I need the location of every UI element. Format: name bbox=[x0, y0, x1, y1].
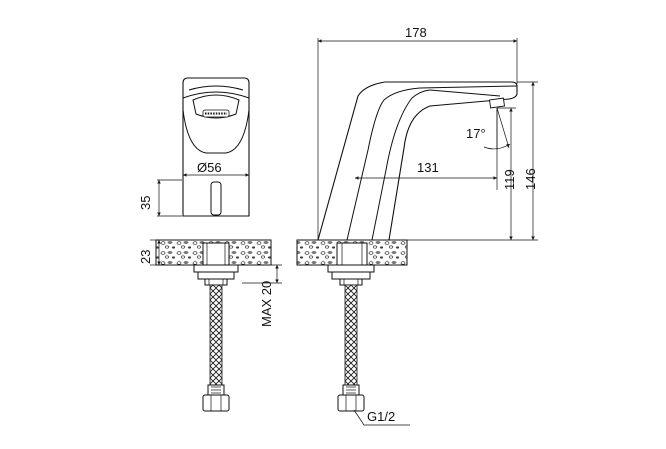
braided-hose-side bbox=[344, 284, 358, 386]
braided-hose-front bbox=[209, 284, 223, 386]
spout-angle-label: 17° bbox=[466, 126, 486, 141]
side-dimensions: 178 131 119 146 17° G1/2 bbox=[317, 25, 538, 426]
sensor-height-label: 35 bbox=[138, 196, 153, 210]
max-deck-thickness-label: MAX 20 bbox=[259, 281, 274, 327]
front-view bbox=[155, 77, 272, 412]
total-height-label: 146 bbox=[523, 168, 538, 190]
overall-length-label: 178 bbox=[405, 25, 427, 40]
faucet-body-side bbox=[317, 81, 518, 241]
thread-label: G1/2 bbox=[367, 409, 395, 424]
front-dimensions: Ø56 35 23 MAX 20 bbox=[138, 160, 282, 327]
base-height-label: 23 bbox=[138, 250, 153, 264]
diameter-label: Ø56 bbox=[197, 160, 222, 175]
faucet-body-front bbox=[182, 77, 250, 217]
sensor-window bbox=[210, 181, 222, 216]
spout-reach-label: 131 bbox=[417, 160, 439, 175]
spout-height-label: 119 bbox=[502, 169, 517, 190]
side-view bbox=[296, 81, 518, 412]
